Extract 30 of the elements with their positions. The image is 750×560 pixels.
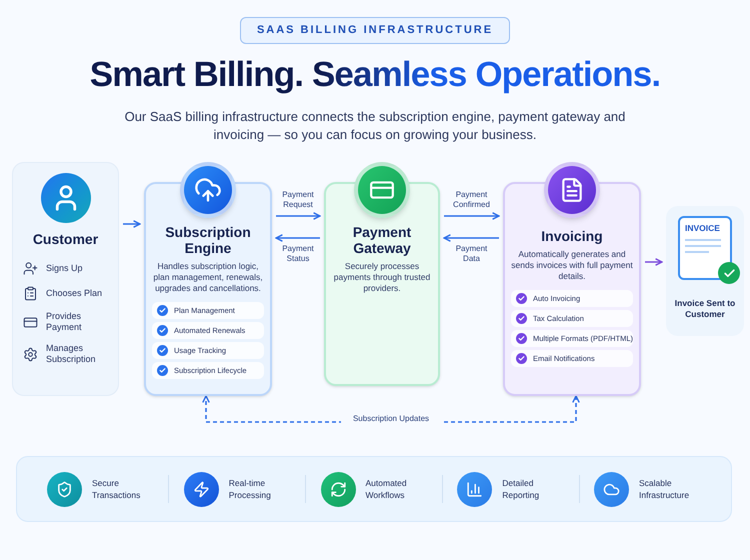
card-description: Securely processes payments through trusted providers.: [332, 261, 432, 294]
arrow: [444, 212, 500, 220]
arrow: [275, 234, 320, 242]
step-text: Manages Subscription: [46, 343, 97, 365]
arrow: [276, 212, 321, 220]
category-badge: SAAS BILLING INFRASTRUCTURE: [240, 17, 510, 44]
feature-text: Detailed Reporting: [502, 477, 540, 501]
card-title: Subscription Engine: [164, 224, 252, 256]
edge-label: Subscription Updates: [341, 414, 441, 424]
process-card: [16, 456, 732, 522]
arrow: [123, 220, 141, 228]
process-card: [12, 162, 119, 396]
document-heading: INVOICE: [685, 222, 721, 235]
card-description: Automatically generates and sends invoices with full payment details.: [510, 249, 634, 282]
card-title: Invoicing: [540, 228, 604, 244]
feature-text: Scalable Infrastructure: [639, 477, 690, 501]
subtitle: Our SaaS billing infrastructure connects the subscription engine, payment gateway and invoicing — so you can focus on growing your business.: [124, 108, 626, 144]
card-title: Payment Gateway: [352, 224, 412, 256]
feature-text: Secure Transactions: [92, 477, 142, 501]
card-description: Handles subscription logic, plan management, renewals, upgrades and cancellations.: [152, 261, 264, 294]
feature-text: Automated Workflows: [366, 477, 408, 501]
card-title: Customer: [32, 231, 100, 247]
step-text: Provides Payment: [46, 311, 83, 333]
arrow: [645, 258, 663, 266]
card-caption: Invoice Sent to Customer: [674, 298, 736, 320]
step-text: Chooses Plan: [46, 288, 104, 299]
step-text: Signs Up: [46, 263, 84, 274]
arrow: [443, 234, 499, 242]
process-card: [666, 206, 744, 336]
feature-text: Real-time Processing: [228, 477, 272, 501]
